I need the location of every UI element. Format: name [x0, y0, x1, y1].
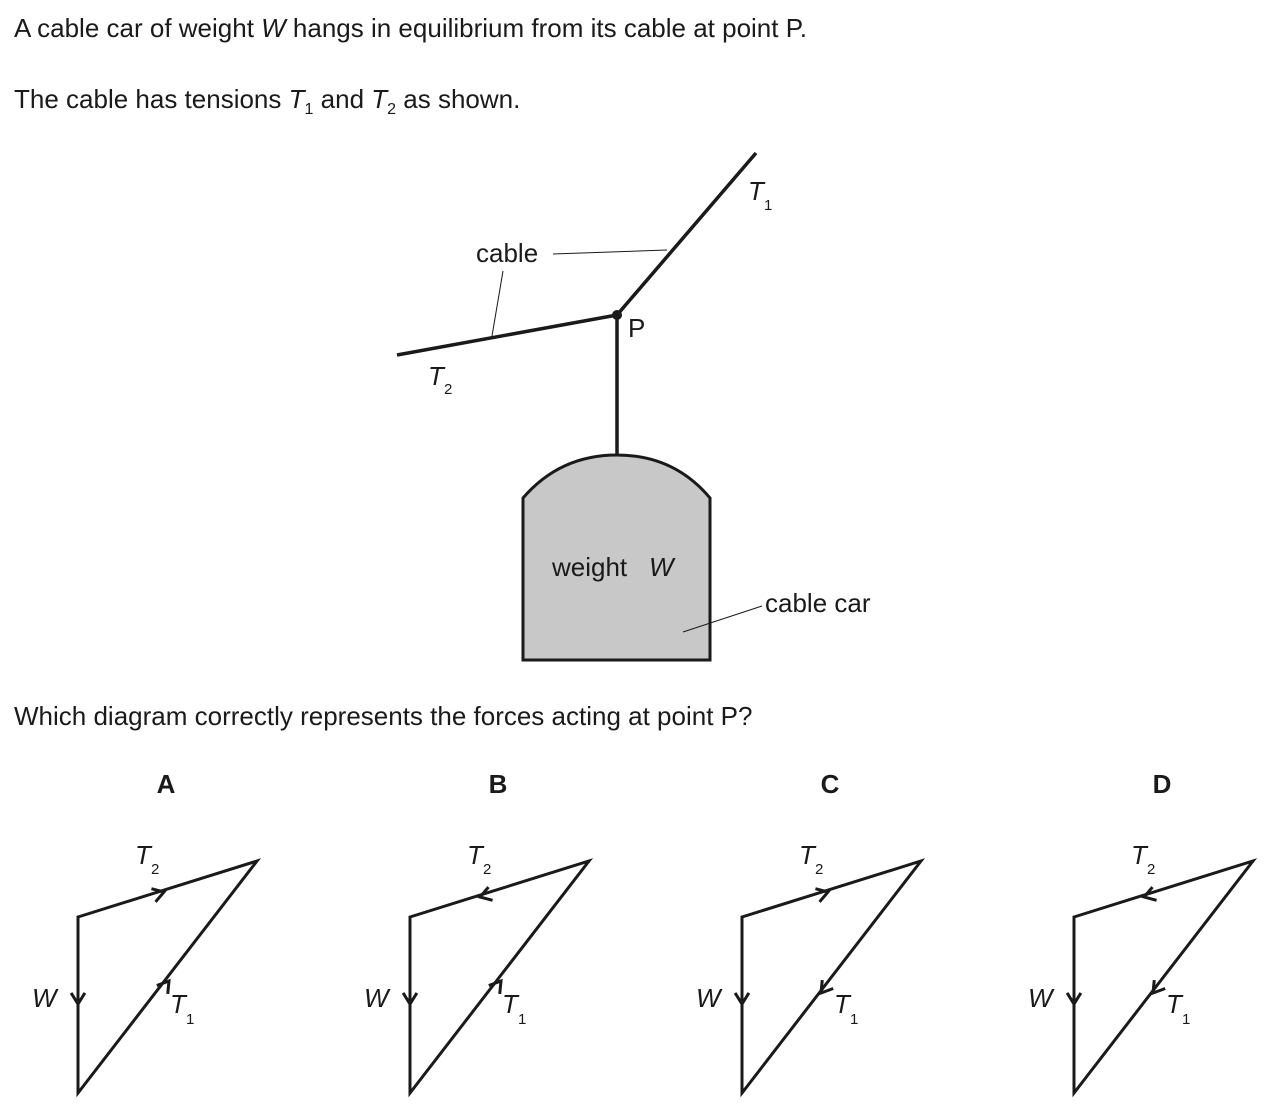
label-t2-sub: 2 [815, 861, 823, 878]
question-line-1: A cable car of weight W hangs in equilib… [14, 15, 807, 41]
t1-arrow-head [819, 979, 834, 996]
cable-car-leader [682, 605, 763, 633]
t2-arrow-head [1141, 886, 1157, 902]
w-arrow-head [401, 992, 419, 1007]
q2-post: as shown. [396, 84, 521, 114]
w-arrow-head [69, 992, 87, 1007]
label-w: W [696, 983, 723, 1013]
w-arrow-head [1065, 992, 1083, 1007]
q2-t1-sub: 1 [304, 101, 314, 119]
q1-post: hangs in equilibrium from its cable at p… [285, 13, 807, 43]
label-point-p: P [628, 313, 645, 343]
w-arrow-head [733, 992, 751, 1007]
q2-t2-sub: 2 [387, 101, 397, 119]
label-cable: cable [476, 238, 538, 268]
label-car-weight: weight [551, 552, 628, 582]
q1-var: W [261, 13, 286, 43]
label-t1: T [834, 989, 852, 1019]
q2-t1: T [288, 84, 305, 114]
point-p-dot [612, 310, 622, 320]
label-t1: T [1166, 989, 1184, 1019]
q2-pre: The cable has tensions [14, 84, 289, 114]
cable-t2-segment [396, 313, 618, 357]
label-car-weight-var: W [649, 552, 676, 582]
label-t2: T [135, 840, 153, 870]
t2-arrow-head [151, 887, 167, 903]
label-t2-sub: 2 [483, 861, 491, 878]
label-t1-sub: 1 [518, 1011, 526, 1028]
vector-triangle [408, 858, 594, 1098]
label-t2-sub: 2 [444, 381, 452, 398]
label-t1-sub: 1 [850, 1011, 858, 1028]
question-prompt: Which diagram correctly represents the f… [14, 701, 753, 731]
option-letter: B [489, 769, 508, 799]
option-letter: A [157, 769, 176, 799]
cable-leader-right [552, 249, 668, 255]
label-t1-sub: 1 [186, 1011, 194, 1028]
label-t1-sub: 1 [1182, 1011, 1190, 1028]
label-t2: T [799, 840, 817, 870]
vector-triangle [76, 858, 262, 1098]
q2-mid: and [313, 84, 372, 114]
option-letter: D [1153, 769, 1172, 799]
label-t2: T [428, 361, 446, 391]
q1-pre: A cable car of weight [14, 13, 262, 43]
t1-arrow-head [488, 978, 503, 995]
t2-arrow-head [815, 887, 831, 903]
q2-t2: T [371, 84, 388, 114]
label-w: W [32, 983, 59, 1013]
label-cable-car: cable car [765, 588, 871, 618]
label-t1: T [502, 989, 520, 1019]
t2-arrow-head [477, 886, 493, 902]
label-t1: T [170, 989, 188, 1019]
label-w: W [364, 983, 391, 1013]
question-line-2: The cable has tensions T1 and T2 as show… [14, 86, 520, 118]
option-letter: C [821, 769, 840, 799]
label-t2-sub: 2 [151, 861, 159, 878]
label-t2-sub: 2 [1147, 861, 1155, 878]
t1-arrow-head [1151, 979, 1166, 996]
label-t1-sub: 1 [764, 197, 772, 214]
label-w: W [1028, 983, 1055, 1013]
vector-triangle [740, 858, 926, 1098]
cable-t1-segment [615, 151, 758, 317]
cable-leader-left [491, 270, 504, 337]
t1-arrow-head [156, 978, 171, 995]
label-t2: T [467, 840, 485, 870]
vector-triangle [1072, 858, 1258, 1098]
label-t1: T [748, 176, 766, 206]
cable-car-body [521, 453, 712, 662]
label-t2: T [1131, 840, 1149, 870]
